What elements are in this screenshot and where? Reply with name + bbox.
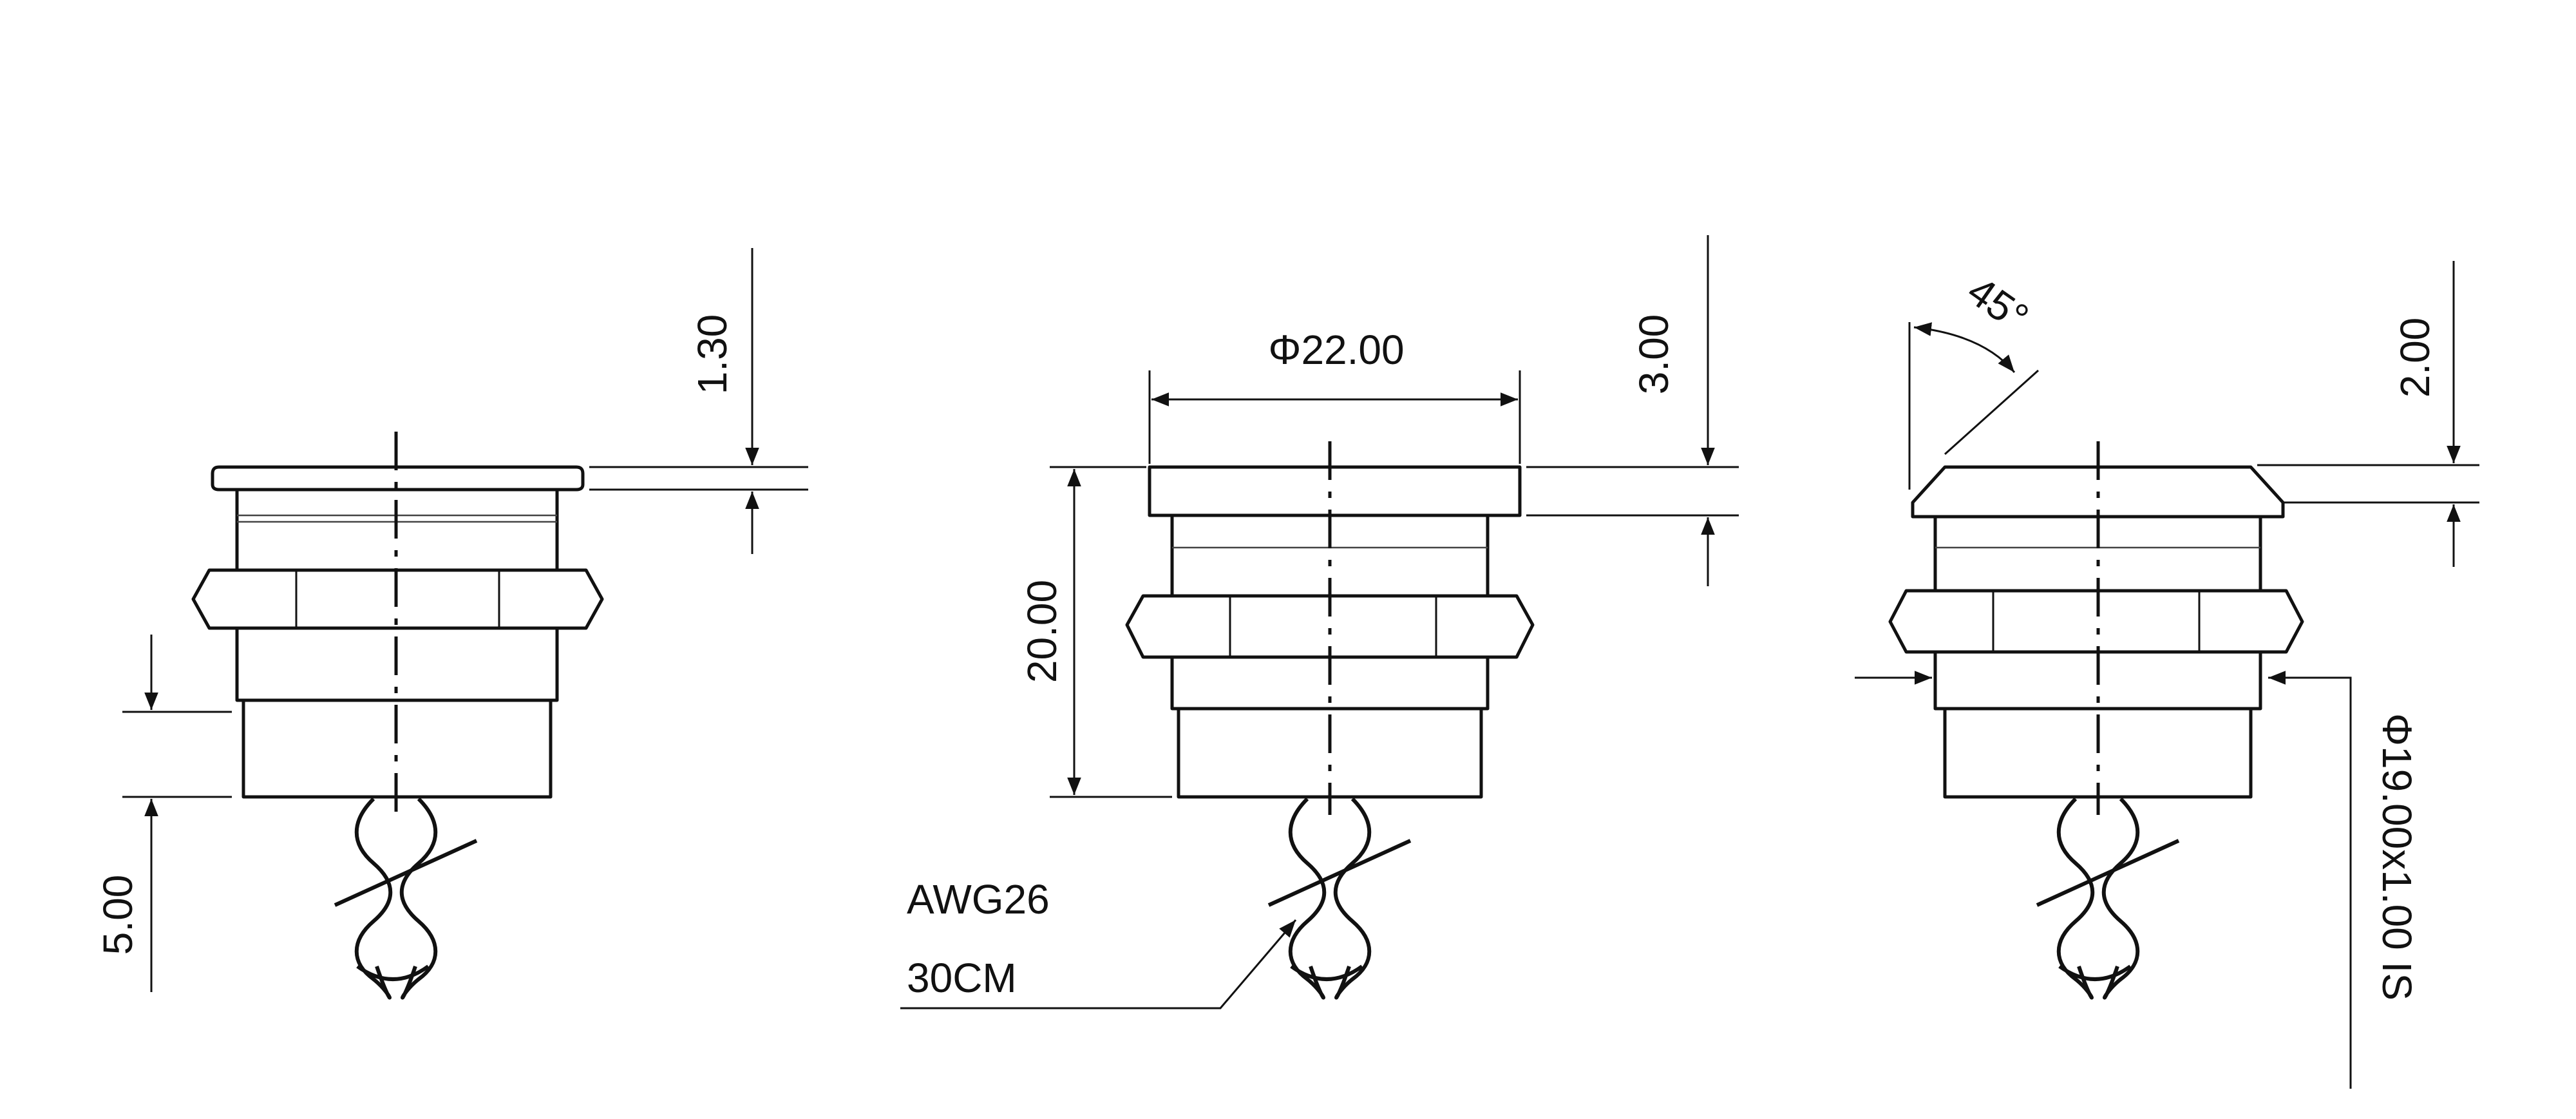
right-wire — [2036, 797, 2180, 1000]
middle-wire — [1267, 797, 1412, 1000]
wire-note-gauge: AWG26 — [907, 876, 1050, 923]
right-dim-cap-thickness-label: 2.00 — [2392, 318, 2438, 398]
middle-dim-cap-diameter-label: Φ22.00 — [1268, 327, 1404, 373]
left-wire — [334, 797, 478, 1000]
right-view: 45° 2.00 Φ19.00x1.00 IS — [1855, 261, 2479, 1089]
middle-dim-body-height: 20.00 — [1019, 466, 1172, 798]
middle-dim-cap-thickness: 3.00 — [1526, 235, 1739, 586]
wire-note-leader — [900, 919, 1297, 1009]
middle-dim-cap-diameter: Φ22.00 — [1148, 327, 1521, 464]
right-dim-cap-thickness: 2.00 — [2257, 261, 2479, 567]
right-hex-nut — [1888, 589, 2304, 654]
right-dim-chamfer-angle: 45° — [1908, 267, 2040, 490]
right-dim-chamfer-angle-label: 45° — [1959, 267, 2037, 341]
left-dim-bottom-length: 5.00 — [95, 635, 232, 992]
left-cap — [211, 465, 585, 492]
middle-view: Φ22.00 3.00 20.00 AWG26 30CM — [900, 235, 1739, 1009]
left-dim-cap-thickness: 1.30 — [589, 248, 808, 554]
left-dim-bottom-length-label: 5.00 — [95, 875, 141, 955]
left-dim-cap-thickness-label: 1.30 — [689, 314, 735, 395]
wire-note: AWG26 30CM — [900, 876, 1297, 1009]
left-view: 1.30 5.00 — [95, 248, 808, 1000]
middle-dim-cap-thickness-label: 3.00 — [1631, 314, 1677, 395]
right-dim-thread: Φ19.00x1.00 IS — [1855, 671, 2420, 1089]
middle-dim-body-height-label: 20.00 — [1019, 580, 1065, 683]
right-dim-thread-label: Φ19.00x1.00 IS — [2374, 713, 2420, 1000]
middle-hex-nut — [1125, 594, 1535, 659]
wire-note-length: 30CM — [907, 955, 1017, 1001]
middle-cap — [1148, 465, 1522, 517]
